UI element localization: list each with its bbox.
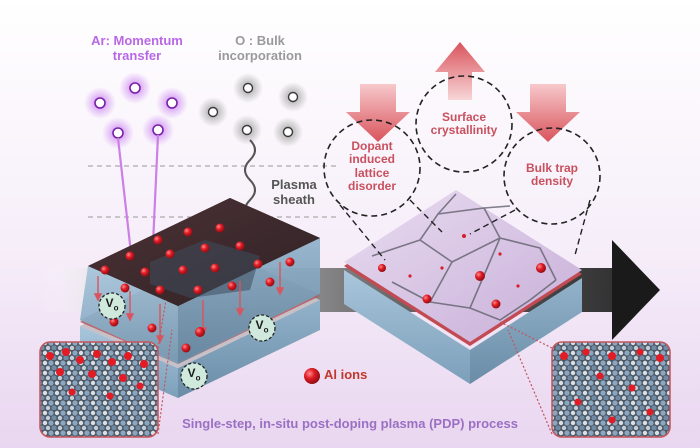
al-ions-legend-label: Al ions — [324, 367, 368, 382]
plasma-sheath-line-1: Plasma — [271, 177, 317, 192]
vacancy-symbol-2: V — [255, 318, 264, 332]
vacancy-subscript-3: o — [195, 373, 201, 383]
al-ion-dopants-left — [100, 223, 295, 353]
plasma-sheath-label: Plasma sheath — [258, 177, 330, 207]
vacancy-subscript-2: o — [263, 325, 269, 335]
right-atomic-inset — [499, 321, 671, 438]
bulk-trap-label: Bulk trap density — [510, 161, 594, 189]
dopant-line-4: disorder — [347, 179, 396, 194]
oxygen-plasma-cloud — [198, 73, 308, 147]
bulk-line-2: density — [530, 174, 573, 189]
vacancy-label-1: Vo — [100, 296, 124, 313]
oxygen-vacancy-2 — [248, 314, 276, 342]
property-circles — [323, 75, 601, 225]
argon-label-line-1: Ar: Momentum — [91, 33, 183, 48]
surface-crystallinity-label: Surface crystallinity — [418, 110, 510, 138]
plasma-sheath-line-2: sheath — [273, 191, 315, 207]
plasma-sheath-boundaries — [88, 165, 338, 218]
dopant-line-1: Dopant — [351, 139, 393, 153]
argon-label-line-2: transfer — [112, 47, 162, 63]
zoom-dashed-lines — [339, 199, 591, 261]
left-oxide-slab — [80, 198, 320, 398]
bulk-line-1: Bulk trap — [525, 161, 578, 175]
vacancy-symbol-1: V — [105, 296, 114, 310]
left-atomic-inset — [39, 299, 173, 438]
argon-label: Ar: Momentum transfer — [72, 33, 202, 63]
right-crystalline-slab — [344, 190, 582, 384]
vacancy-label-3: Vo — [182, 366, 206, 383]
al-ion-legend-marker — [304, 368, 320, 384]
dopant-line-2: induced — [348, 152, 395, 167]
argon-plasma-cloud — [84, 72, 188, 149]
vacancy-symbol-3: V — [187, 366, 196, 380]
pink-arrow-down-right — [516, 84, 580, 142]
vacancy-label-2: Vo — [250, 318, 274, 335]
oxygen-label: O : Bulk incorporation — [205, 33, 315, 63]
surface-line-1: Surface — [441, 110, 487, 124]
process-caption: Single-step, in-situ post-doping plasma … — [182, 416, 518, 431]
oxygen-label-line-2: incorporation — [218, 47, 302, 63]
pink-arrow-up-center — [435, 42, 485, 100]
oxygen-vacancy-1 — [98, 292, 126, 320]
vacancy-subscript-1: o — [113, 303, 119, 313]
surface-line-2: crystallinity — [430, 123, 498, 138]
right-inset-pointer — [499, 321, 553, 435]
left-inset-pointer — [157, 299, 173, 435]
dopant-line-3: lattice — [354, 165, 390, 180]
oxygen-label-line-1: O : Bulk — [235, 33, 285, 48]
oxygen-vacancy-3 — [180, 362, 208, 390]
dopant-disorder-label: Dopant induced lattice disorder — [332, 139, 412, 194]
pink-arrow-down-left — [346, 84, 410, 142]
